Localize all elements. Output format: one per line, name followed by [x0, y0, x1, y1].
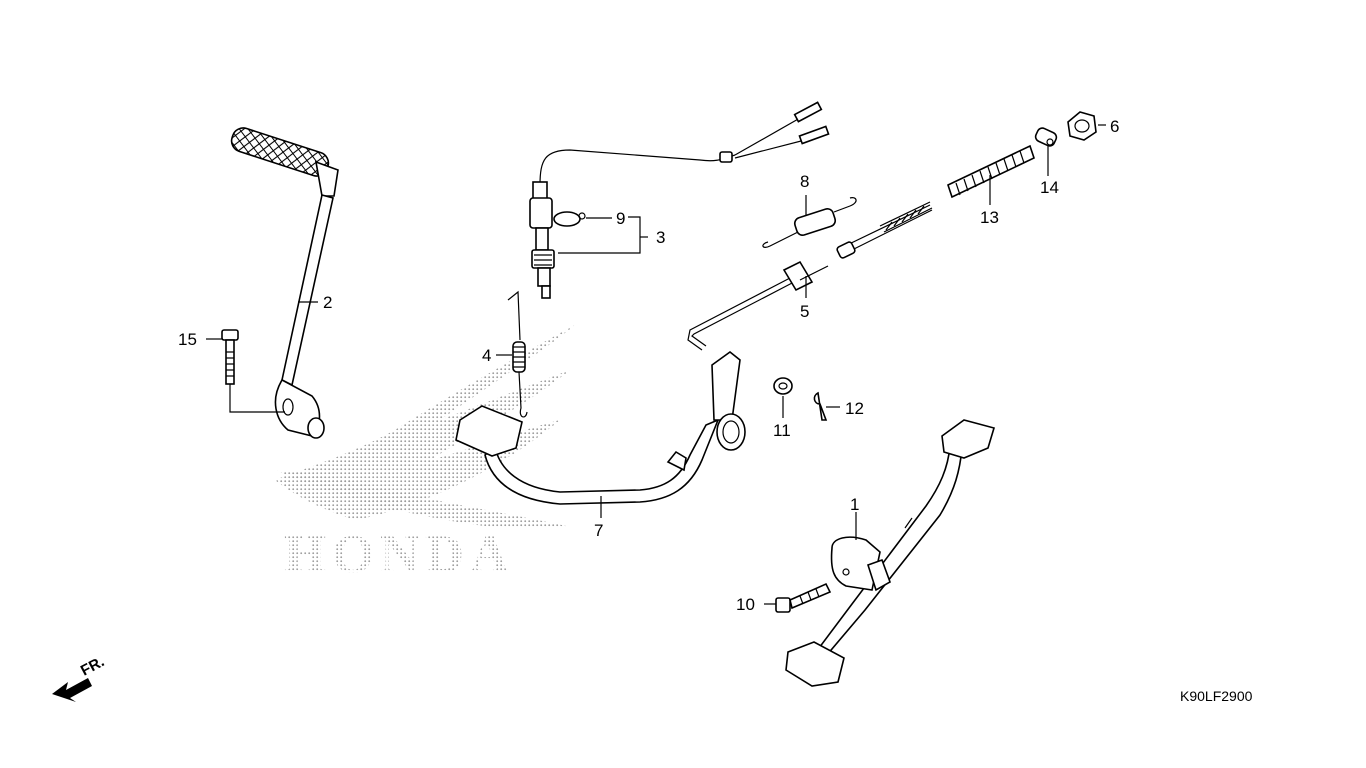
brake-pedal-7	[455, 350, 746, 505]
callout-3: 3	[656, 228, 665, 247]
bolt-15	[221, 329, 239, 385]
spring-13	[947, 144, 1035, 199]
callout-10: 10	[736, 595, 755, 614]
callout-1: 1	[850, 495, 859, 514]
brake-rod-5	[687, 260, 829, 351]
callout-6: 6	[1110, 117, 1119, 136]
callout-13: 13	[980, 208, 999, 227]
callout-12: 12	[845, 399, 864, 418]
callouts: 2 15 9 3 4 8 5 6 13 14 11 12 7 1 10	[178, 117, 1119, 614]
brake-rod-end	[836, 201, 933, 259]
leader-lines	[206, 124, 1106, 605]
callout-2: 2	[323, 293, 332, 312]
front-direction-label: FR.	[78, 653, 107, 679]
cotter-pin-12	[813, 391, 828, 421]
washer-11	[773, 377, 793, 395]
honda-wing-watermark: HONDA	[275, 325, 575, 584]
callout-5: 5	[800, 302, 809, 321]
bolt-10	[775, 582, 832, 613]
joint-14	[1034, 127, 1058, 147]
pedal-1	[785, 419, 996, 687]
spring-8	[762, 197, 857, 248]
callout-8: 8	[800, 172, 809, 191]
diagram-code: K90LF2900	[1180, 688, 1253, 704]
stop-switch-assembly	[529, 101, 830, 299]
callout-11: 11	[773, 421, 791, 440]
return-spring-4	[507, 290, 528, 418]
callout-4: 4	[482, 346, 491, 365]
callout-9: 9	[616, 209, 625, 228]
nut-6	[1067, 111, 1097, 141]
callout-7: 7	[594, 521, 603, 540]
front-arrow-icon: FR.	[52, 653, 107, 702]
callout-14: 14	[1040, 178, 1059, 197]
clip-9	[553, 211, 586, 227]
kick-starter-arm	[230, 127, 339, 439]
callout-15: 15	[178, 330, 197, 349]
honda-watermark-text: HONDA	[284, 524, 515, 584]
